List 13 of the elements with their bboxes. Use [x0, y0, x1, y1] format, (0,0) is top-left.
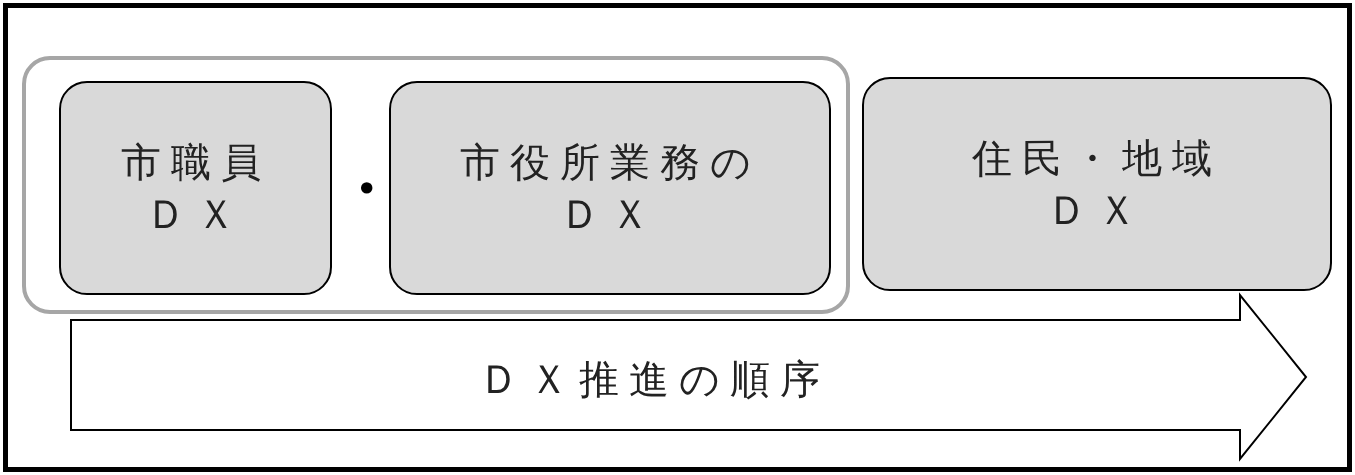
box-text: 市役所業務の [459, 138, 761, 187]
box-text: ＤＸ [145, 190, 246, 239]
box-text: ＤＸ推進の順序 [478, 355, 830, 404]
box-text: ＤＸ [560, 190, 660, 239]
process-box [59, 81, 332, 295]
process-box [862, 77, 1332, 291]
box-text: ＤＸ [1047, 186, 1147, 235]
process-box [389, 81, 831, 295]
group-outline [22, 56, 850, 314]
box-text: 住民・地域 [972, 134, 1222, 183]
arrow-shape [70, 294, 1308, 460]
separator-dot: ・ [336, 158, 396, 218]
box-text: 市職員 [120, 138, 271, 187]
